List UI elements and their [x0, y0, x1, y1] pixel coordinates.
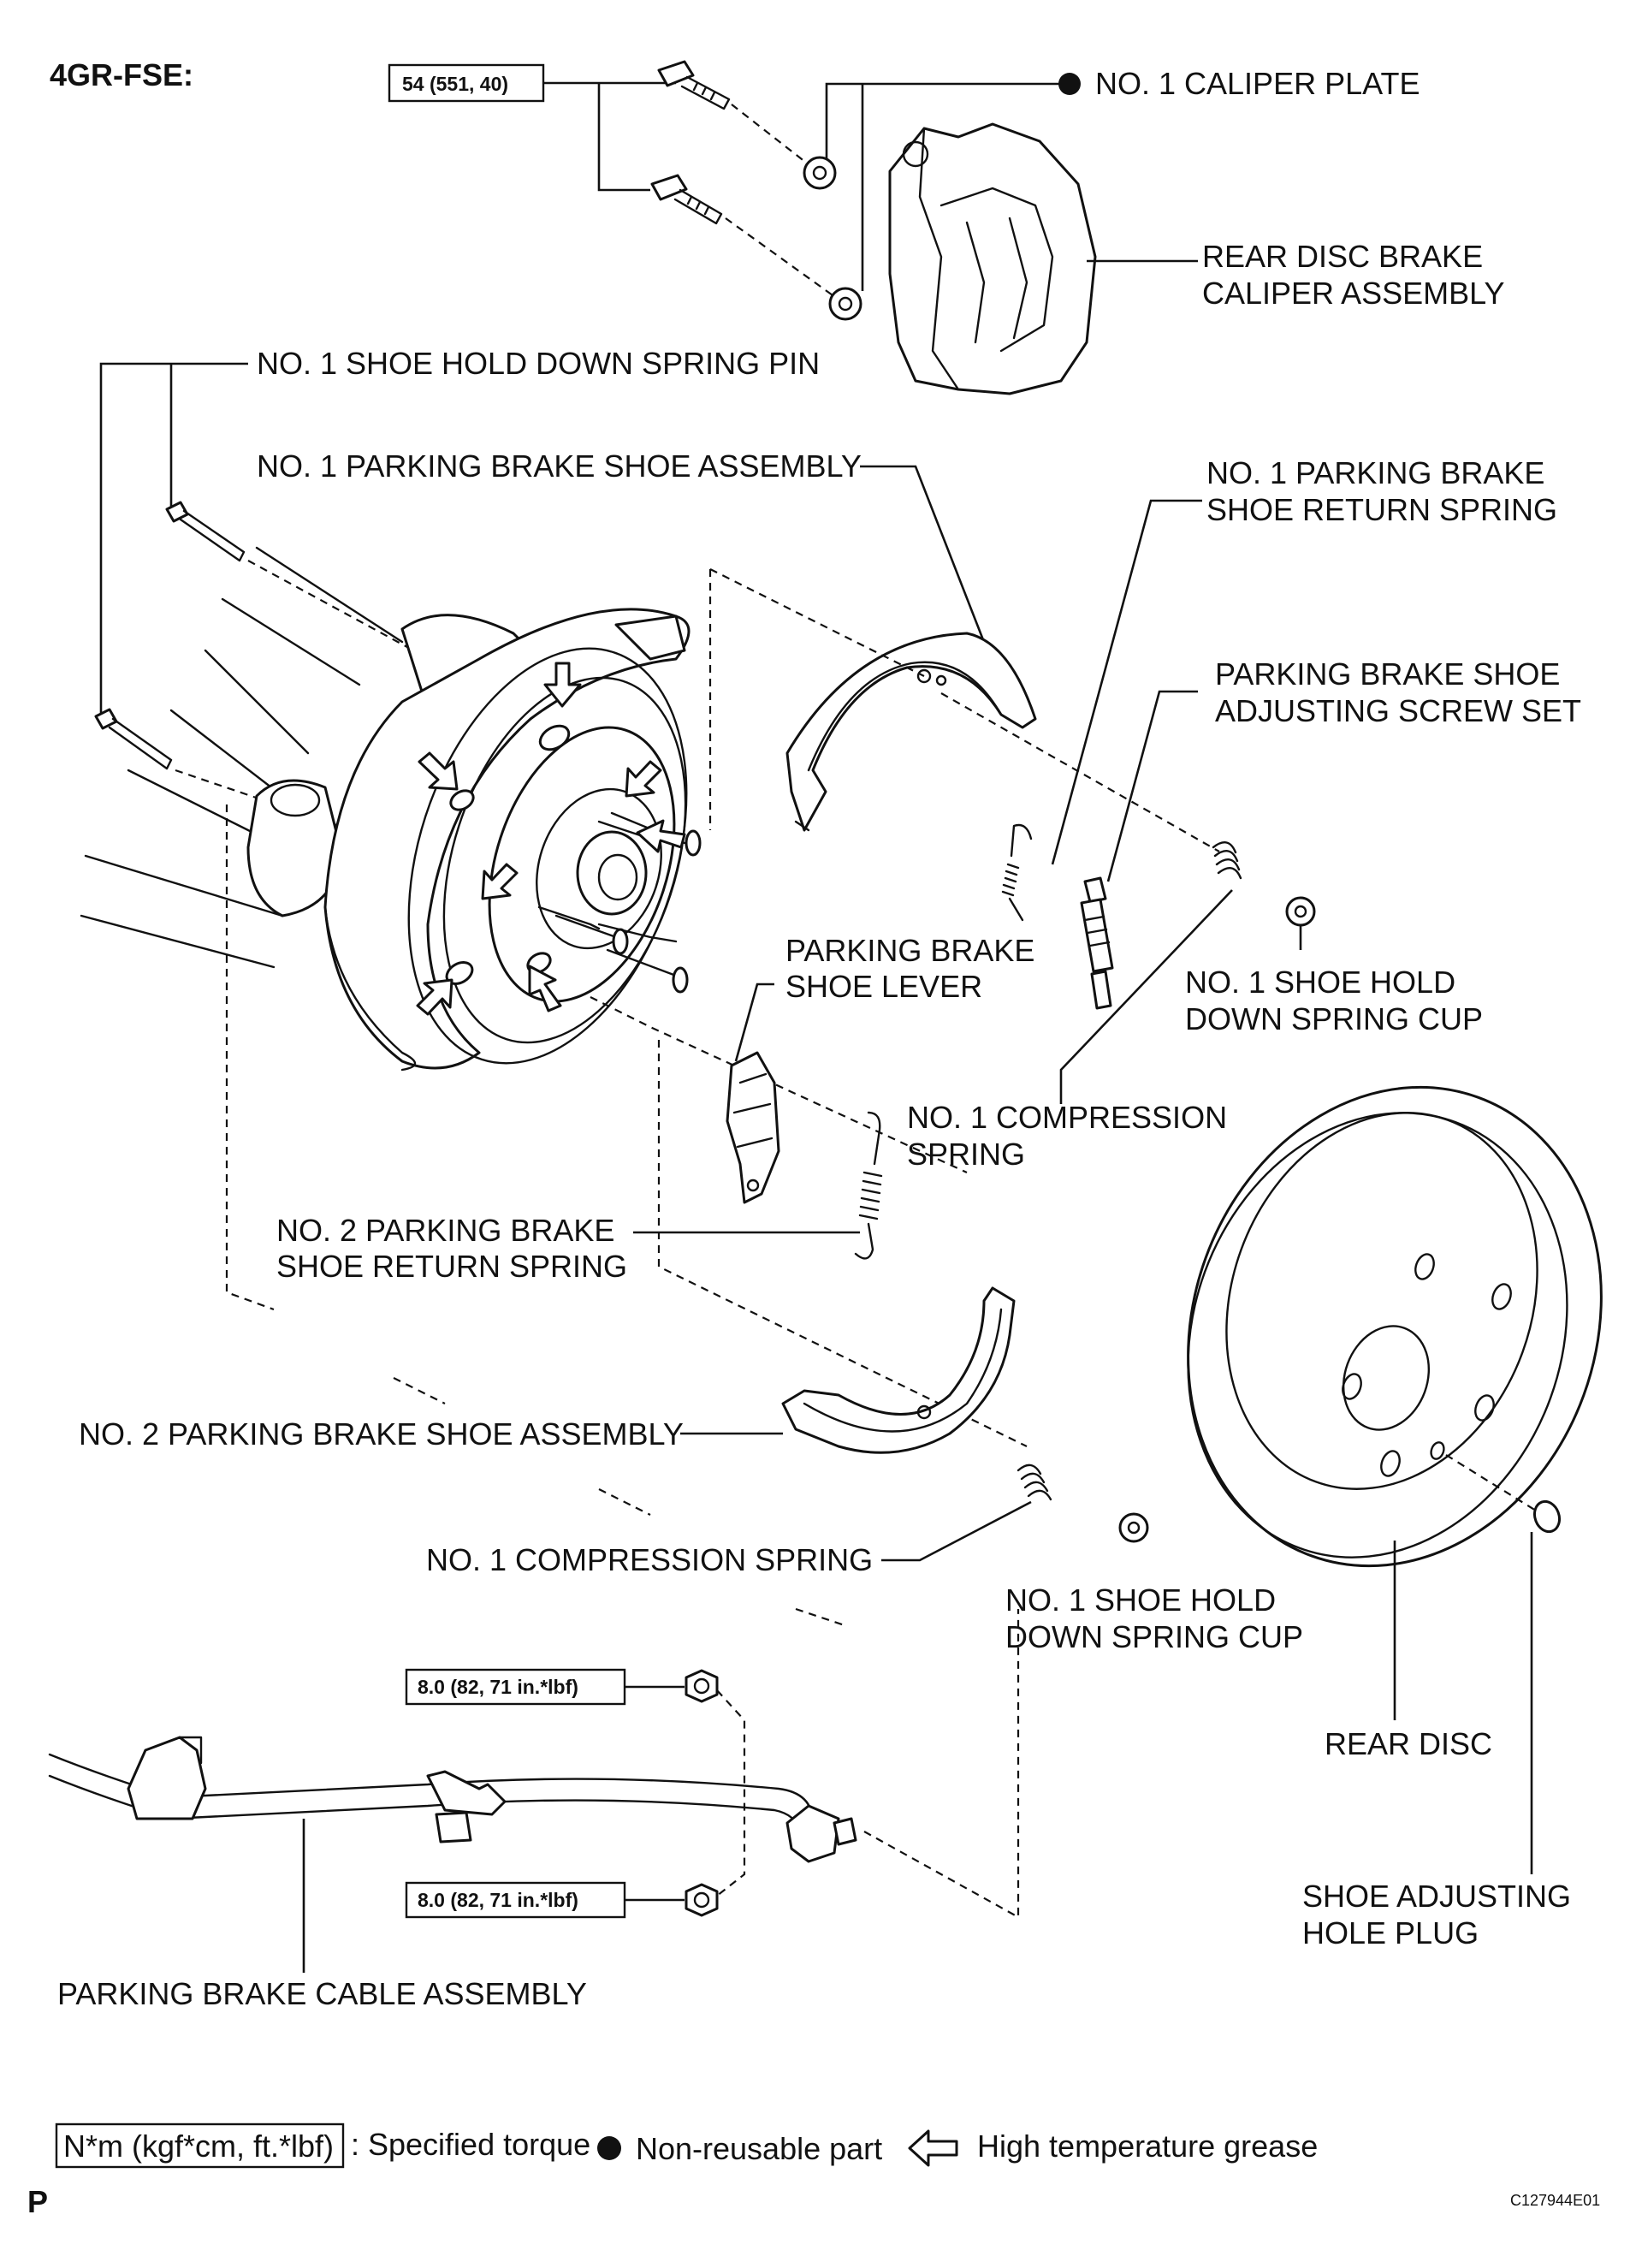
- footer-mark: P: [27, 2184, 48, 2219]
- legend-grease: High temperature grease: [977, 2128, 1318, 2164]
- parking-brake-cable: [48, 1736, 857, 1863]
- grease-arrow-icon: [636, 819, 686, 853]
- legend-torque-box: [55, 2123, 345, 2169]
- caliper-plate-upper: [803, 156, 837, 190]
- label-return-spring-2-b: SHOE RETURN SPRING: [276, 1249, 627, 1284]
- caliper-bolt-lower: [650, 174, 723, 225]
- label-shoe-assembly-1: NO. 1 PARKING BRAKE SHOE ASSEMBLY: [257, 448, 862, 484]
- grease-arrow-icon: [625, 760, 662, 798]
- caliper-plate-lower: [828, 287, 862, 321]
- adjusting-screw-set: [1080, 876, 1114, 1010]
- grease-arrow-icon: [416, 978, 453, 1016]
- label-compression-spring-upper-a: NO. 1 COMPRESSION: [907, 1100, 1227, 1135]
- torque-caliper-bolts: 54 (551, 40): [402, 73, 508, 95]
- hole-plug: [1532, 1499, 1562, 1534]
- compression-spring-lower: [1017, 1464, 1052, 1501]
- label-caliper-assembly-2: CALIPER ASSEMBLY: [1202, 276, 1504, 311]
- cable-nut-lower: [685, 1883, 719, 1917]
- label-shoe-lever-b: SHOE LEVER: [785, 969, 982, 1004]
- label-caliper-plate: NO. 1 CALIPER PLATE: [1095, 66, 1420, 101]
- grease-arrow-icon: [528, 965, 562, 1012]
- parking-brake-shoe-lever: [726, 1051, 780, 1204]
- return-spring-1: [1001, 823, 1033, 922]
- label-spring-cup-upper-a: NO. 1 SHOE HOLD: [1185, 965, 1455, 1000]
- caliper-bolt-upper: [657, 60, 731, 110]
- filled-dot-icon: [597, 2136, 621, 2160]
- spring-cup-upper: [1285, 896, 1316, 927]
- torque-cable-lower: 8.0 (82, 71 in.*lbf): [418, 1889, 578, 1911]
- label-compression-spring-upper-b: SPRING: [907, 1137, 1025, 1172]
- engine-label: 4GR-FSE:: [50, 57, 193, 92]
- torque-box-cable-upper: [405, 1668, 626, 1706]
- label-hold-down-pin: NO. 1 SHOE HOLD DOWN SPRING PIN: [257, 346, 820, 381]
- grease-arrow-icon: [543, 662, 582, 708]
- cable-nut-upper: [685, 1669, 719, 1703]
- torque-box-cable-lower: [405, 1881, 626, 1919]
- rear-disc: [1187, 1085, 1603, 1568]
- hold-down-pin-lower: [94, 708, 173, 770]
- label-return-spring-2-a: NO. 2 PARKING BRAKE: [276, 1213, 614, 1248]
- legend-torque-text: : Specified torque: [351, 2127, 590, 2162]
- label-spring-cup-upper-b: DOWN SPRING CUP: [1185, 1001, 1483, 1036]
- spring-cup-lower: [1118, 1512, 1149, 1543]
- label-spring-cup-lower-a: NO. 1 SHOE HOLD: [1005, 1582, 1276, 1618]
- label-caliper-assembly-1: REAR DISC BRAKE: [1202, 239, 1483, 274]
- label-cable-assembly: PARKING BRAKE CABLE ASSEMBLY: [57, 1976, 587, 2011]
- label-shoe-assembly-2: NO. 2 PARKING BRAKE SHOE ASSEMBLY: [79, 1416, 684, 1452]
- torque-cable-upper: 8.0 (82, 71 in.*lbf): [418, 1676, 578, 1698]
- grease-arrow-icon: [418, 751, 459, 791]
- label-return-spring-1-a: NO. 1 PARKING BRAKE: [1206, 455, 1544, 490]
- filled-dot-icon: [1058, 73, 1081, 95]
- label-hole-plug-a: SHOE ADJUSTING: [1302, 1879, 1571, 1914]
- figure-code: C127944E01: [1510, 2192, 1600, 2209]
- return-spring-2: [854, 1111, 883, 1260]
- compression-spring-upper: [1212, 841, 1242, 880]
- label-return-spring-1-b: SHOE RETURN SPRING: [1206, 492, 1557, 527]
- parking-brake-shoe-1: [785, 632, 1037, 832]
- label-compression-spring-lower: NO. 1 COMPRESSION SPRING: [426, 1542, 873, 1577]
- legend-non-reusable: Non-reusable part: [636, 2131, 882, 2166]
- backing-plate-hub: [80, 546, 702, 1072]
- hold-down-pin-upper: [165, 501, 246, 562]
- label-hole-plug-b: HOLE PLUG: [1302, 1915, 1479, 1950]
- grease-arrow-icon: [481, 863, 519, 900]
- label-spring-cup-lower-b: DOWN SPRING CUP: [1005, 1619, 1303, 1654]
- legend-torque-unit: N*m (kgf*cm, ft.*lbf): [63, 2128, 334, 2164]
- label-rear-disc: REAR DISC: [1325, 1726, 1492, 1761]
- caliper-assembly: [888, 122, 1097, 395]
- label-adjusting-screw-a: PARKING BRAKE SHOE: [1215, 656, 1560, 692]
- torque-box-caliper: [388, 63, 545, 103]
- grease-arrow-icon: [908, 2129, 958, 2167]
- label-adjusting-screw-b: ADJUSTING SCREW SET: [1215, 693, 1581, 728]
- label-shoe-lever-a: PARKING BRAKE: [785, 933, 1034, 968]
- parking-brake-shoe-2: [781, 1286, 1016, 1454]
